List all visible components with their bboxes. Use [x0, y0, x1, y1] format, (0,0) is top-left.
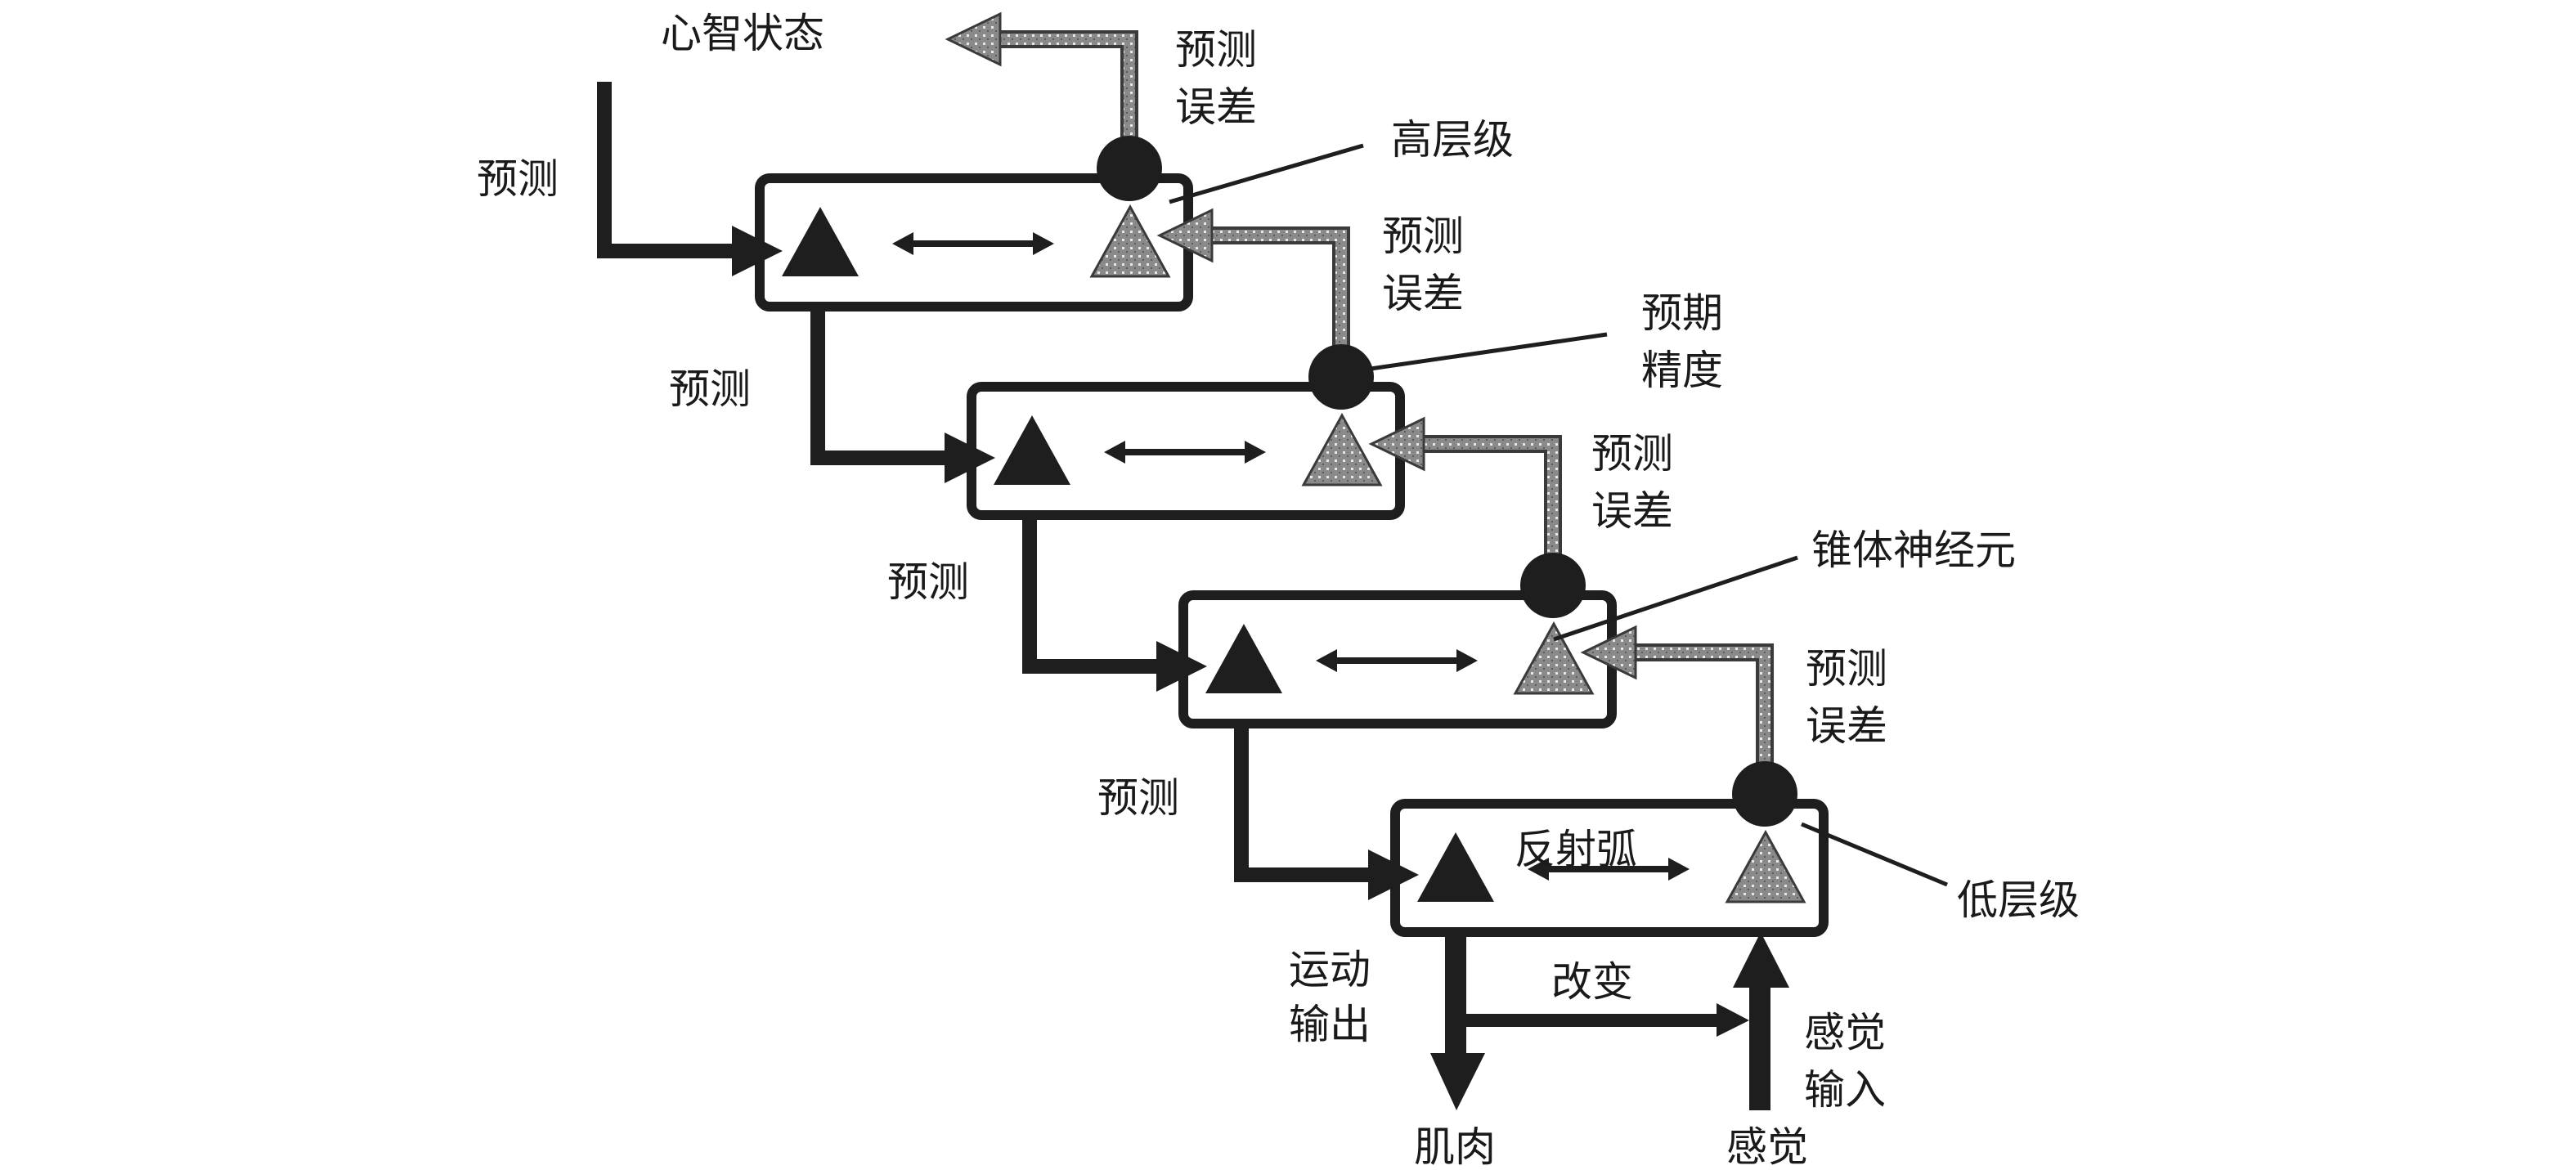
low-level-label: 低层级 — [1957, 876, 2080, 924]
prediction-arrow-1-to-2 — [810, 302, 995, 483]
prediction-unit-triangle-icon — [1205, 624, 1282, 693]
prediction-arrow-2-to-3-shaft — [1022, 510, 1162, 674]
expected-precision-line1: 预期 — [1641, 289, 1723, 337]
error-arrow-4-to-3-outline — [1632, 643, 1774, 763]
lateral-double-arrow-icon — [1528, 858, 1690, 881]
prediction-label-entry: 预测 — [477, 155, 559, 203]
prediction-arrow-1-to-2-head-icon — [945, 433, 995, 483]
error-label-3-line2: 误差 — [1806, 702, 1887, 750]
pyramidal-neuron-label: 锥体神经元 — [1811, 527, 2016, 574]
error-arrow-4-to-3-head-icon — [1580, 625, 1637, 680]
prediction-unit-triangle-icon — [782, 207, 859, 276]
error-unit-triangle-icon — [1301, 412, 1383, 486]
error-label-2-line2: 误差 — [1591, 487, 1673, 535]
lateral-double-arrow-icon — [892, 232, 1054, 255]
prediction-unit-triangle-icon — [994, 415, 1070, 485]
lateral-double-arrow-icon — [1104, 441, 1266, 464]
change-arrow-shaft — [1464, 1014, 1719, 1027]
sensory-input-line2: 输入 — [1804, 1066, 1886, 1114]
sensory-input-arrowhead-icon — [1733, 932, 1789, 988]
top-error-arrow-head-icon — [945, 11, 1002, 67]
prediction-label-1: 预测 — [669, 365, 751, 413]
error-arrow-4-to-3-fill — [1632, 647, 1770, 763]
high-level-callout-line — [1169, 143, 1364, 204]
prediction-unit-triangle-icon — [1417, 832, 1494, 902]
prediction-label-3: 预测 — [1097, 774, 1179, 822]
precision-callout-line — [1370, 332, 1608, 371]
reflex-arc-label: 反射弧 — [1515, 826, 1637, 873]
entry-prediction-arrow — [597, 82, 783, 276]
prediction-arrow-2-to-3 — [1022, 510, 1207, 692]
mental-state-label: 心智状态 — [661, 10, 824, 57]
prediction-arrow-3-to-4-head-icon — [1368, 849, 1419, 900]
motor-output-line2: 输出 — [1289, 1001, 1371, 1048]
precision-node-icon — [1732, 761, 1797, 827]
expected-precision-line2: 精度 — [1641, 347, 1723, 394]
muscle-label: 肌肉 — [1414, 1123, 1496, 1170]
top-error-arrow-outline — [998, 30, 1138, 137]
motor-output-arrowhead-icon — [1430, 1053, 1485, 1110]
top-error-label-line1: 预测 — [1175, 26, 1257, 74]
top-error-label-line2: 误差 — [1175, 83, 1257, 131]
sensory-input-line1: 感觉 — [1804, 1009, 1886, 1056]
change-label: 改变 — [1551, 958, 1633, 1006]
lateral-double-arrow-icon — [1316, 649, 1478, 672]
entry-prediction-arrow-shaft — [597, 82, 736, 258]
error-arrow-3-to-2-head-icon — [1368, 416, 1425, 472]
error-arrow-3-to-2 — [1368, 416, 1562, 554]
sensation-label: 感觉 — [1726, 1123, 1808, 1170]
top-error-arrow-fill — [998, 34, 1135, 137]
error-unit-triangle-icon — [1725, 829, 1806, 903]
error-label-1-line2: 误差 — [1382, 270, 1464, 317]
precision-node-icon — [1308, 344, 1374, 410]
error-label-1-line1: 预测 — [1382, 213, 1464, 260]
error-arrow-2-to-1-outline — [1209, 226, 1350, 346]
error-label-3-line1: 预测 — [1806, 645, 1887, 693]
error-arrow-3-to-2-fill — [1420, 438, 1559, 554]
sensory-input-shaft — [1749, 986, 1770, 1110]
prediction-label-2: 预测 — [887, 558, 969, 606]
low-level-callout-line — [1801, 822, 1948, 887]
precision-node-icon — [1520, 553, 1586, 618]
error-arrow-4-to-3 — [1580, 625, 1774, 763]
entry-prediction-arrow-head-icon — [732, 226, 783, 276]
precision-node-icon — [1097, 136, 1162, 201]
prediction-arrow-2-to-3-head-icon — [1156, 641, 1207, 692]
error-label-2-line1: 预测 — [1591, 430, 1673, 477]
error-unit-triangle-icon — [1513, 621, 1595, 695]
change-arrowhead-icon — [1717, 1003, 1749, 1037]
high-level-label: 高层级 — [1391, 116, 1514, 164]
prediction-arrow-3-to-4 — [1234, 719, 1419, 900]
motor-output-shaft — [1445, 930, 1466, 1055]
prediction-arrow-1-to-2-shaft — [810, 302, 950, 465]
error-arrow-3-to-2-outline — [1420, 435, 1562, 554]
error-arrow-2-to-1-head-icon — [1156, 208, 1214, 263]
pyramidal-callout-line — [1553, 555, 1798, 642]
error-unit-triangle-icon — [1089, 204, 1171, 278]
prediction-arrow-3-to-4-shaft — [1234, 719, 1374, 882]
motor-output-line1: 运动 — [1289, 946, 1371, 993]
error-arrow-2-to-1 — [1156, 208, 1350, 346]
top-error-arrow — [945, 11, 1138, 137]
error-arrow-2-to-1-fill — [1209, 230, 1347, 346]
